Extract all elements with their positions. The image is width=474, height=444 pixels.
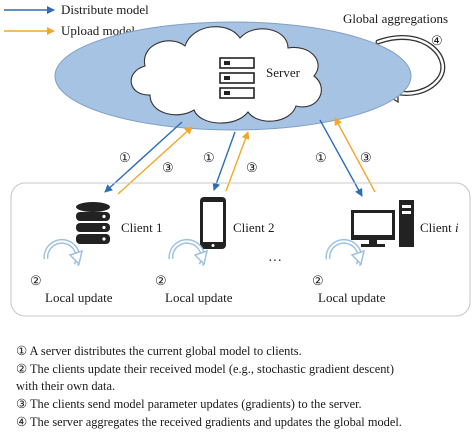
step3-marker-client-i: ③ <box>360 150 372 165</box>
desktop-computer-icon <box>351 200 414 247</box>
step2-marker-client-2: ② <box>155 273 167 288</box>
server-icon <box>219 57 255 99</box>
step4-marker: ④ <box>431 33 443 48</box>
step1-marker-client-2: ① <box>203 150 215 165</box>
legend: Distribute model Upload model <box>4 2 149 38</box>
step3-marker-client-1: ③ <box>162 160 174 175</box>
step-descriptions: ① A server distributes the current globa… <box>16 343 468 432</box>
step-1-description: ① A server distributes the current globa… <box>16 344 302 358</box>
global-aggregation-loop-arrow-inner <box>376 36 444 95</box>
step-2-description-cont: with their own data. <box>16 379 116 394</box>
server-label: Server <box>266 65 301 80</box>
local-update-loop-client-i <box>325 238 366 267</box>
local-update-label-client-2: Local update <box>165 290 233 305</box>
global-aggregations-label: Global aggregations <box>343 11 448 26</box>
distribute-arrow-client-2 <box>212 131 236 191</box>
local-update-loop-client-2 <box>168 238 209 267</box>
step1-marker-client-i: ① <box>315 150 327 165</box>
upload-arrow-client-2 <box>225 131 250 192</box>
client-i-label-text: Client <box>420 220 455 235</box>
local-update-label-client-1: Local update <box>45 290 113 305</box>
clients-box <box>10 182 471 317</box>
federated-learning-diagram: Distribute model Upload model Global agg… <box>4 2 471 317</box>
step3-marker-client-2: ③ <box>246 160 258 175</box>
step2-marker-client-i: ② <box>312 273 324 288</box>
step-4-description: ④ The server aggregates the received gra… <box>16 414 402 429</box>
client-i-label-italic: i <box>455 220 459 235</box>
clients-ellipsis: ··· <box>268 254 282 269</box>
legend-upload-label: Upload model <box>61 23 135 38</box>
step2-marker-client-1: ② <box>30 273 42 288</box>
step-3-description: ③ The clients send model parameter updat… <box>16 397 362 412</box>
step1-marker-client-1: ① <box>119 150 131 165</box>
local-update-label-client-i: Local update <box>318 290 386 305</box>
client-i-label: Client i <box>420 220 459 235</box>
upload-arrow-client-i <box>334 117 376 193</box>
client-2-label: Client 2 <box>233 220 275 235</box>
local-update-loop-client-1 <box>43 238 84 267</box>
step-2-description: ② The clients update their received mode… <box>16 361 394 376</box>
legend-distribute-label: Distribute model <box>61 2 149 17</box>
client-1-label: Client 1 <box>121 220 163 235</box>
database-icon <box>76 202 110 244</box>
phone-icon <box>200 197 226 249</box>
distribute-arrow-client-1 <box>104 121 183 193</box>
